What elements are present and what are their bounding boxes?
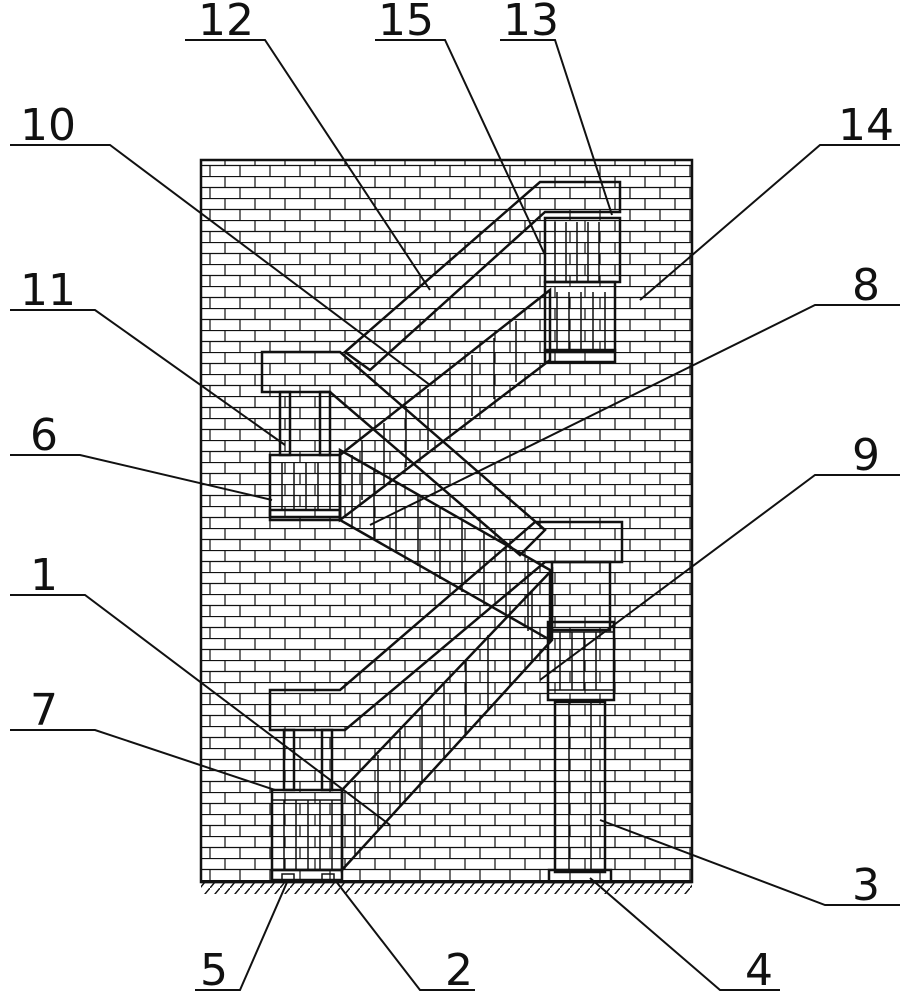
callout-15: 15	[378, 0, 434, 46]
callout-6: 6	[30, 410, 58, 461]
leader-2	[334, 879, 475, 991]
leader-13	[500, 39, 613, 216]
callout-8: 8	[852, 260, 880, 311]
callout-10: 10	[20, 100, 76, 151]
lower-stair-flight	[340, 566, 554, 874]
upper-stair-flight	[338, 287, 552, 523]
middle-hatched-slab	[260, 350, 547, 557]
leader-7	[10, 729, 276, 791]
callout-12: 12	[198, 0, 254, 46]
leader-10	[10, 144, 431, 386]
leader-4	[589, 877, 780, 991]
callout-9: 9	[852, 430, 880, 481]
left-landing-railing	[268, 390, 342, 522]
leader-9	[539, 474, 900, 681]
callout-labels: 12 15 13 10 14 11 8 6 9 1 7 3 5 2 4	[20, 0, 894, 996]
leader-3	[599, 819, 900, 906]
callout-3: 3	[852, 860, 880, 911]
callout-14: 14	[838, 100, 894, 151]
callout-5: 5	[200, 945, 228, 996]
leader-1	[10, 594, 391, 826]
callout-7: 7	[30, 685, 58, 736]
leader-8	[369, 304, 900, 526]
leader-12	[185, 39, 431, 291]
top-hatched-slab	[342, 180, 622, 372]
callout-2: 2	[445, 945, 473, 996]
middle-right-landing	[546, 560, 616, 702]
callout-1: 1	[30, 550, 58, 601]
leader-6	[10, 454, 273, 501]
ground	[201, 880, 692, 894]
leader-11	[10, 309, 286, 446]
top-right-landing	[543, 216, 622, 364]
callout-13: 13	[503, 0, 559, 46]
lower-hatched-slab	[268, 520, 624, 732]
leader-5	[195, 879, 289, 991]
leader-15	[375, 39, 546, 256]
callout-4: 4	[745, 945, 773, 996]
middle-stair-flight	[338, 447, 552, 643]
leader-lines	[10, 39, 900, 991]
leader-14	[639, 144, 900, 301]
callout-11: 11	[20, 265, 76, 316]
support-pillar	[547, 700, 613, 884]
